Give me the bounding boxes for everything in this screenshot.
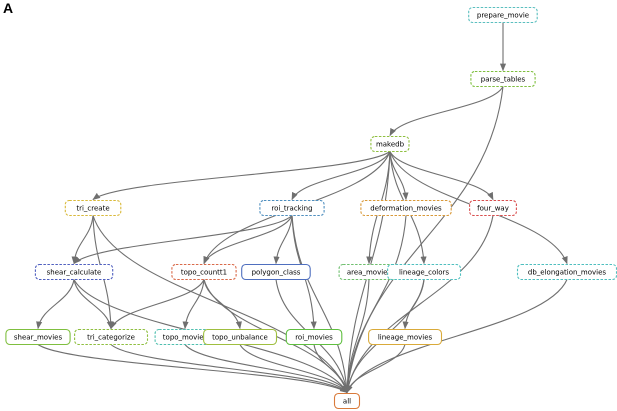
node-box-deformation_movies bbox=[360, 199, 452, 217]
node-lineage_colors: lineage_colors bbox=[387, 263, 462, 281]
node-polygon_class: polygon_class bbox=[241, 263, 311, 281]
edge-parse_tables-to-all bbox=[344, 86, 504, 394]
edge-tri_categorize-to-all bbox=[110, 344, 348, 394]
edge-topo_unbalance-to-all bbox=[239, 344, 348, 394]
node-box-parse_tables bbox=[470, 70, 536, 88]
edge-db_elongation_movies-to-all bbox=[346, 279, 568, 394]
edge-makedb-to-roi_tracking bbox=[291, 151, 391, 201]
node-box-shear_movies bbox=[5, 328, 71, 346]
node-makedb: makedb bbox=[370, 135, 410, 153]
node-label-topo_countt1: topo_countt1 bbox=[181, 269, 227, 277]
edge-lineage_movies-to-all bbox=[345, 344, 406, 394]
node-label-polygon_class: polygon_class bbox=[252, 269, 301, 277]
node-topo_countt1: topo_countt1 bbox=[171, 263, 237, 281]
node-label-makedb: makedb bbox=[376, 141, 405, 149]
edge-shear_movies-to-all bbox=[37, 344, 348, 393]
node-label-db_elongation_movies: db_elongation_movies bbox=[528, 269, 606, 277]
node-box-polygon_class bbox=[241, 263, 311, 281]
node-label-lineage_colors: lineage_colors bbox=[399, 269, 449, 277]
node-box-topo_countt1 bbox=[171, 263, 237, 281]
node-prepare_movie: prepare_movie bbox=[468, 6, 538, 24]
edge-roi_tracking-to-polygon_class bbox=[273, 215, 293, 265]
node-label-shear_movies: shear_movies bbox=[14, 334, 63, 342]
edge-area_movies-to-all bbox=[344, 279, 370, 394]
edge-four_way-to-all bbox=[345, 215, 494, 394]
node-box-lineage_movies bbox=[368, 328, 443, 346]
node-box-roi_tracking bbox=[259, 199, 325, 217]
node-label-four_way: four_way bbox=[477, 205, 509, 213]
edge-topo_countt1-to-topo_movies bbox=[182, 279, 205, 330]
node-deformation_movies: deformation_movies bbox=[360, 199, 452, 217]
node-box-tri_categorize bbox=[74, 328, 149, 346]
edge-makedb-to-four_way bbox=[389, 151, 494, 201]
node-label-tri_categorize: tri_categorize bbox=[87, 334, 135, 342]
node-label-parse_tables: parse_tables bbox=[481, 76, 526, 84]
node-box-prepare_movie bbox=[468, 6, 538, 24]
node-label-shear_calculate: shear_calculate bbox=[47, 269, 102, 277]
node-tri_create: tri_create bbox=[64, 199, 122, 217]
edge-roi_movies-to-all bbox=[313, 344, 349, 394]
node-db_elongation_movies: db_elongation_movies bbox=[516, 263, 617, 281]
node-box-lineage_colors bbox=[387, 263, 462, 281]
edge-roi_tracking-to-topo_countt1 bbox=[203, 215, 293, 265]
edge-roi_tracking-to-all bbox=[291, 215, 350, 394]
node-label-roi_movies: roi_movies bbox=[295, 334, 333, 342]
node-shear_movies: shear_movies bbox=[5, 328, 71, 346]
edge-shear_calculate-to-shear_movies bbox=[36, 279, 75, 330]
node-box-shear_calculate bbox=[34, 263, 114, 281]
node-box-makedb bbox=[370, 135, 410, 153]
edge-topo_countt1-to-tri_categorize bbox=[110, 279, 205, 330]
node-label-lineage_movies: lineage_movies bbox=[378, 334, 433, 342]
panel-label: A bbox=[3, 0, 14, 16]
node-label-topo_movies: topo_movies bbox=[163, 334, 208, 342]
node-all: all bbox=[333, 392, 361, 410]
node-shear_calculate: shear_calculate bbox=[34, 263, 114, 281]
node-label-prepare_movie: prepare_movie bbox=[477, 12, 529, 20]
edge-shear_calculate-to-tri_categorize bbox=[73, 279, 113, 330]
node-label-deformation_movies: deformation_movies bbox=[370, 205, 442, 213]
edge-tri_create-to-shear_calculate bbox=[71, 215, 94, 265]
node-lineage_movies: lineage_movies bbox=[368, 328, 443, 346]
edge-roi_tracking-to-shear_calculate bbox=[73, 215, 293, 265]
node-topo_unbalance: topo_unbalance bbox=[203, 328, 278, 346]
edge-makedb-to-deformation_movies bbox=[389, 151, 409, 201]
node-label-area_movies: area_movies bbox=[347, 269, 392, 277]
node-label-all: all bbox=[343, 398, 351, 406]
node-label-roi_tracking: roi_tracking bbox=[271, 205, 312, 213]
node-box-four_way bbox=[469, 199, 517, 217]
node-box-tri_create bbox=[64, 199, 122, 217]
node-label-topo_unbalance: topo_unbalance bbox=[212, 334, 268, 342]
node-box-all bbox=[333, 392, 361, 410]
node-roi_tracking: roi_tracking bbox=[259, 199, 325, 217]
node-tri_categorize: tri_categorize bbox=[74, 328, 149, 346]
node-label-tri_create: tri_create bbox=[76, 205, 109, 213]
node-box-topo_unbalance bbox=[203, 328, 278, 346]
edge-topo_movies-to-all bbox=[184, 344, 348, 394]
node-four_way: four_way bbox=[469, 199, 517, 217]
node-parse_tables: parse_tables bbox=[470, 70, 536, 88]
node-box-roi_movies bbox=[285, 328, 343, 346]
node-roi_movies: roi_movies bbox=[285, 328, 343, 346]
edge-topo_countt1-to-topo_unbalance bbox=[203, 279, 242, 330]
edge-parse_tables-to-makedb bbox=[389, 86, 504, 137]
edge-makedb-to-tri_create bbox=[92, 151, 391, 200]
edge-deformation_movies-to-all bbox=[344, 215, 407, 394]
